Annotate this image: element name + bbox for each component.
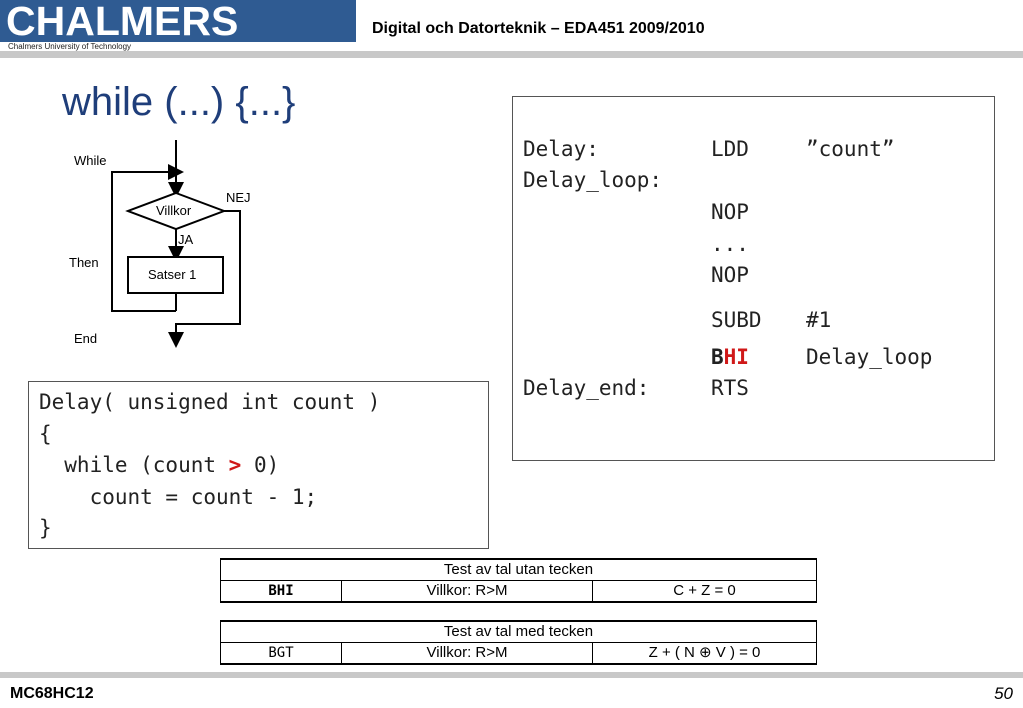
footer-divider <box>0 672 1023 678</box>
asm-line1-label: Delay: <box>523 137 599 161</box>
footer-processor: MC68HC12 <box>10 685 94 702</box>
asm-line1-op: LDD <box>711 137 749 161</box>
asm-bhi-prefix: B <box>711 345 724 369</box>
no-label: NEJ <box>226 190 251 205</box>
c-line3-operator: > <box>228 453 242 477</box>
yes-label: JA <box>178 232 194 247</box>
page-number: 50 <box>994 684 1013 703</box>
then-label: Then <box>69 255 99 270</box>
asm-line5-op: NOP <box>711 263 749 287</box>
statement-label: Satser 1 <box>148 267 197 282</box>
unsigned-instr-cell: BHI <box>220 580 342 603</box>
asm-line2-label: Delay_loop: <box>523 168 663 192</box>
unsigned-table-header: Test av tal utan tecken <box>220 558 817 581</box>
assembly-code-box: Delay: LDD ”count” Delay_loop: NOP ... N… <box>512 96 995 461</box>
c-line1: Delay( unsigned int count ) <box>39 390 381 414</box>
signed-flags-cell: Z + ( N ⊕ V ) = 0 <box>592 642 817 665</box>
c-line3-pre: while (count <box>39 453 229 477</box>
slide-title: while (...) {...} <box>62 80 296 124</box>
chalmers-logo: CHALMERS <box>0 0 356 42</box>
logo-text: CHALMERS <box>6 0 239 44</box>
flow-loop-back <box>111 164 184 312</box>
c-line3: while (count > 0) <box>39 453 279 477</box>
asm-line8-label: Delay_end: <box>523 376 650 400</box>
flow-no-path <box>168 210 241 348</box>
signed-table-header: Test av tal med tecken <box>220 620 817 643</box>
c-line3-post: 0) <box>241 453 280 477</box>
course-title: Digital och Datorteknik – EDA451 2009/20… <box>372 20 705 37</box>
asm-line1-arg: ”count” <box>806 137 895 161</box>
asm-line6-op: SUBD <box>711 308 762 332</box>
unsigned-test-table: Test av tal utan tecken BHI Villkor: R>M… <box>220 558 817 603</box>
unsigned-flags-cell: C + Z = 0 <box>592 580 817 603</box>
signed-condition-cell: Villkor: R>M <box>341 642 593 665</box>
asm-bhi-suffix: HI <box>723 345 749 369</box>
header-divider <box>0 51 1023 58</box>
end-label: End <box>74 331 98 346</box>
asm-line7-op: BHI <box>711 345 749 369</box>
condition-label: Villkor <box>156 203 192 218</box>
c-line5: } <box>39 516 52 540</box>
signed-instr-cell: BGT <box>220 642 342 665</box>
signed-test-table: Test av tal med tecken BGT Villkor: R>M … <box>220 620 817 665</box>
while-label: While <box>74 153 107 168</box>
asm-line4-op: ... <box>711 232 749 256</box>
asm-line7-arg: Delay_loop <box>806 345 933 369</box>
c-line4: count = count - 1; <box>39 485 318 509</box>
asm-line8-op: RTS <box>711 376 749 400</box>
logo-subtitle: Chalmers University of Technology <box>8 42 132 51</box>
asm-line6-arg: #1 <box>806 308 832 332</box>
c-line2: { <box>39 422 52 446</box>
asm-line3-op: NOP <box>711 200 749 224</box>
c-code-box: Delay( unsigned int count ) { while (cou… <box>28 381 489 549</box>
unsigned-condition-cell: Villkor: R>M <box>341 580 593 603</box>
